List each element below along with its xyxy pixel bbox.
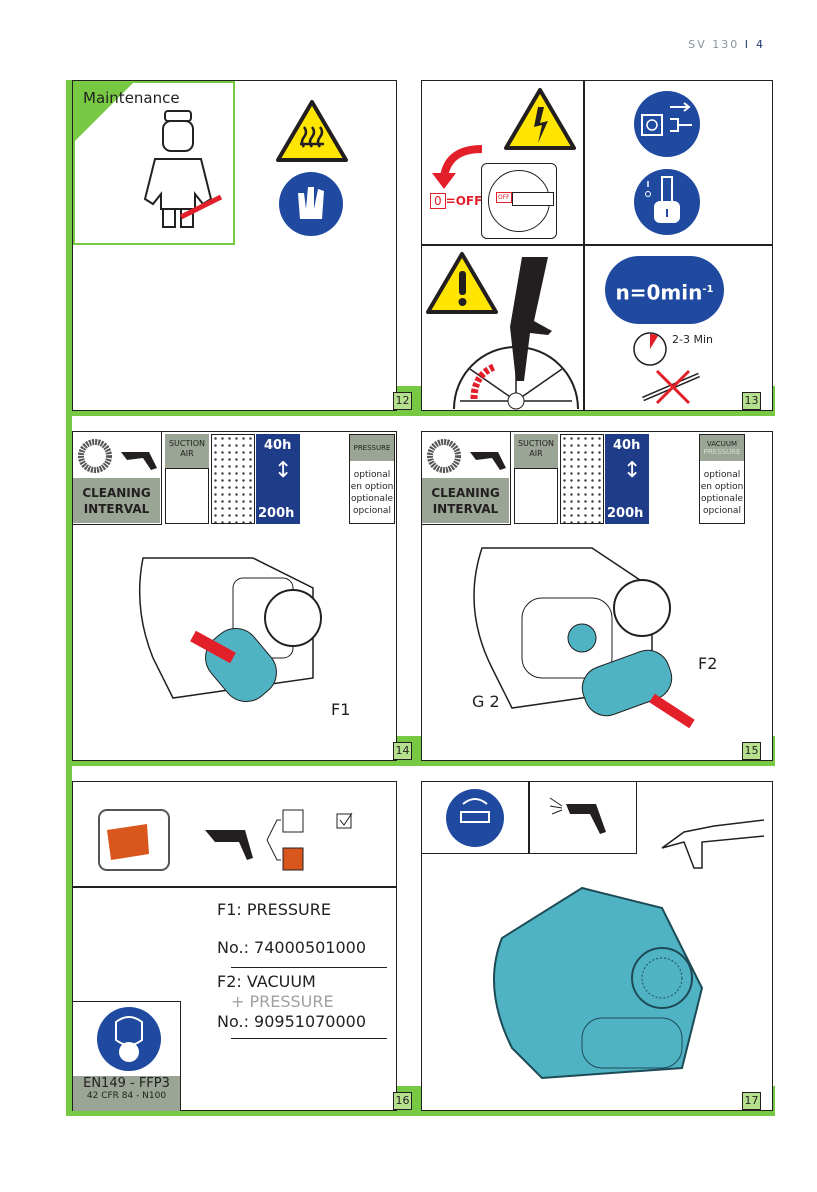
cleaning-interval-box: CLEANING INTERVAL [422,432,511,525]
eye-protection-icon [446,789,504,847]
step-number-badge: 15 [742,742,761,760]
zero-speed-badge: n=0min-1 [605,256,724,324]
green-frame-left [66,80,72,1116]
green-gap [772,736,775,762]
dust-levels [211,434,255,524]
interval-bar: 40h ↕ 200h [256,434,300,524]
green-gap [772,1086,775,1112]
step-15-panel: CLEANING INTERVAL SUCTION AIR 40h ↕ 200h… [421,431,773,761]
airgun-outline-icon [661,819,765,869]
step-number-badge: 16 [393,1092,412,1110]
general-warning-icon [426,252,498,314]
f2-extra-label: + PRESSURE [231,992,334,1011]
f1-label: F1: PRESSURE [217,900,331,919]
filter-label-f2: F2 [698,654,718,673]
blower-clean-illustration [493,886,704,1080]
cleaning-interval-box: CLEANING INTERVAL [73,432,162,525]
off-label: 0=OFF [430,193,482,209]
suction-diagram [514,468,558,524]
interval-200h: 200h [607,506,644,521]
divider [583,81,585,411]
filter-label-f1: F1 [331,700,351,719]
step-number-badge: 17 [742,1092,761,1110]
suction-diagram [165,468,209,524]
blower-pressure-illustration [138,557,322,703]
filter-airgun-icon [78,439,157,473]
hand-in-fan-icon [453,257,579,410]
timer-icon [633,332,667,366]
step-17-panel [421,781,773,1111]
green-frame-row1 [66,410,775,416]
dust-levels [560,434,604,524]
lockout-icon [634,169,700,235]
f2-part-number: No.: 90951070000 [217,1012,367,1031]
mode-label: PRESSURE [350,435,394,461]
gloves-required-icon [279,172,343,236]
red-arrow-icon [432,145,483,189]
hot-surface-warning-icon [276,100,348,162]
wait-time: 2-3 Min [672,333,713,346]
blower-vacuum-illustration [473,547,695,729]
model-name: SV 130 [688,38,740,51]
no-tools-icon [642,369,700,405]
suction-air-label: SUCTION AIR [514,434,558,468]
unplug-icon [634,91,700,157]
green-frame-row3 [66,1110,775,1116]
filter-airgun-icon [427,439,506,473]
interval-40h: 40h [264,438,292,453]
gasket-label-g2: G 2 [472,692,500,711]
green-frame-row2 [66,760,775,766]
separator: I [744,38,750,51]
airgun-icon [549,797,606,834]
divider [422,244,772,246]
maintenance-title: Maintenance [83,89,180,107]
step-16-panel: F1: PRESSURE No.: 74000501000 F2: VACUUM… [72,781,397,1111]
main-switch: OFF [481,163,557,239]
step-14-panel: CLEANING INTERVAL SUCTION AIR 40h ↕ 200h… [72,431,397,761]
f1-part-number: No.: 74000501000 [217,938,367,957]
interval-bar: 40h ↕ 200h [605,434,649,524]
ppe-box [422,782,637,854]
page-number: 4 [756,38,765,51]
green-corner [75,83,133,141]
step-12-panel: Maintenance [72,80,397,411]
f2-label: F2: VACUUM [217,972,316,991]
step-number-badge: 12 [393,392,412,410]
cleaning-interval-label: CLEANING INTERVAL [73,478,160,523]
step-number-badge: 13 [742,392,761,410]
range-arrow-icon: ↕ [623,458,642,483]
divider [73,886,396,888]
divider [231,1038,387,1039]
maintenance-box: Maintenance [73,81,235,245]
divider [528,782,530,853]
step-13-panel: 0=OFF OFF n=0min-1 2-3 Min [421,80,773,411]
mechanic-icon [143,110,223,228]
divider [231,967,387,968]
range-arrow-icon: ↕ [274,458,293,483]
interval-40h: 40h [613,438,641,453]
step-number-badge: 14 [393,742,412,760]
filter-cleaning-diagram [98,809,353,871]
suction-air-label: SUCTION AIR [165,434,209,468]
electric-hazard-icon [504,88,576,150]
switch-off-label: OFF [496,192,512,203]
green-gap [772,386,775,412]
interval-200h: 200h [258,506,295,521]
cleaning-interval-label: CLEANING INTERVAL [422,478,509,523]
respirator-required-icon [97,1007,161,1071]
